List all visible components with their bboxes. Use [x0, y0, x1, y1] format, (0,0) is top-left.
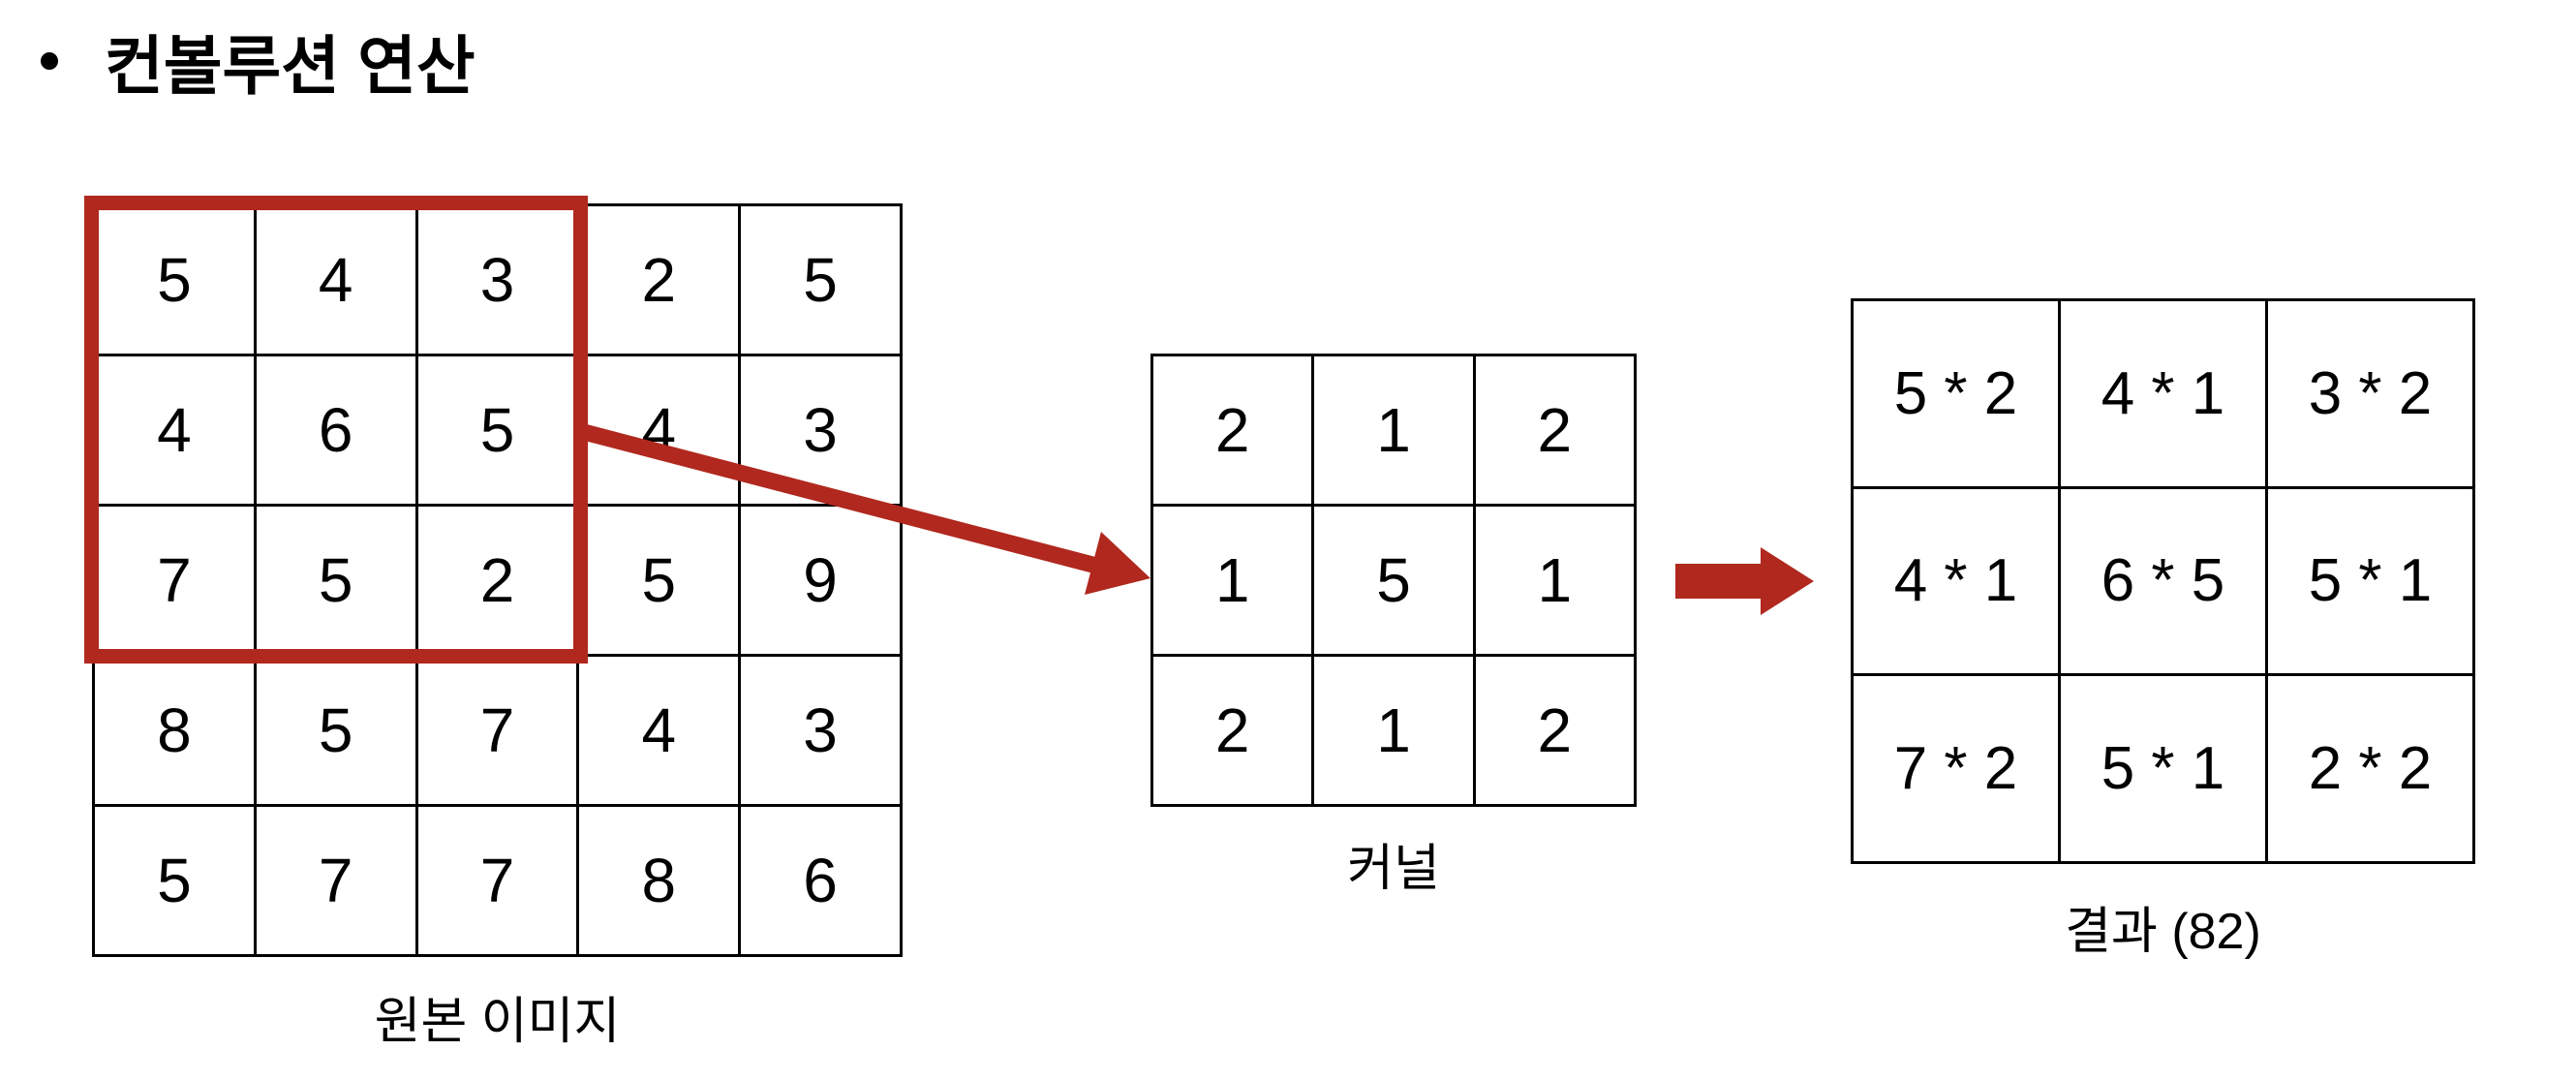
grid-cell: 4: [256, 206, 415, 354]
source-grid-label: 원본 이미지: [374, 994, 621, 1050]
page-title-text: 컨볼루션 연산: [105, 30, 475, 102]
grid-cell: 3: [417, 206, 577, 354]
grid-cell: 2: [1475, 657, 1634, 804]
grid-cell: 6 * 5: [2061, 488, 2265, 674]
grid-cell: 3: [741, 356, 900, 504]
grid-cell: 6: [741, 807, 900, 954]
grid-cell: 1: [1314, 657, 1473, 804]
selection-box: [84, 196, 588, 664]
grid-cell: 5: [579, 507, 739, 654]
grid-cell: 5: [417, 356, 577, 504]
grid-cell: 7: [417, 657, 577, 804]
result-grid-label: 결과 (82): [2065, 904, 2261, 960]
grid-cell: 2: [417, 507, 577, 654]
grid-cell: 7: [95, 507, 254, 654]
grid-cell: 5: [1314, 507, 1473, 654]
grid-cell: 6: [256, 356, 415, 504]
grid-cell: 8: [95, 657, 254, 804]
grid-cell: 2: [1153, 356, 1312, 504]
grid-cell: 7: [417, 807, 577, 954]
grid-cell: 4: [95, 356, 254, 504]
kernel-grid-label: 커널: [1347, 841, 1440, 897]
grid-cell: 8: [579, 807, 739, 954]
grid-cell: 1: [1475, 507, 1634, 654]
grid-cell: 5 * 1: [2268, 488, 2472, 674]
grid-cell: 5: [256, 657, 415, 804]
grid-cell: 2: [579, 206, 739, 354]
grid-cell: 4 * 1: [2061, 301, 2265, 486]
grid-cell: 4 * 1: [1854, 488, 2058, 674]
grid-cell: 2 * 2: [2268, 676, 2472, 861]
bullet-icon: [41, 52, 58, 70]
grid-cell: 1: [1314, 356, 1473, 504]
page-title: 컨볼루션 연산: [41, 21, 475, 102]
grid-cell: 5: [95, 807, 254, 954]
grid-cell: 4: [579, 657, 739, 804]
grid-cell: 2: [1475, 356, 1634, 504]
kernel-to-result-arrow-icon: [1675, 547, 1814, 615]
grid-cell: 4: [579, 356, 739, 504]
grid-cell: 3: [741, 657, 900, 804]
grid-cell: 7: [256, 807, 415, 954]
grid-cell: 1: [1153, 507, 1312, 654]
grid-cell: 2: [1153, 657, 1312, 804]
grid-cell: 5: [256, 507, 415, 654]
grid-cell: 5: [741, 206, 900, 354]
grid-cell: 5: [95, 206, 254, 354]
grid-cell: 9: [741, 507, 900, 654]
grid-cell: 5 * 1: [2061, 676, 2265, 861]
grid-cell: 7 * 2: [1854, 676, 2058, 861]
grid-cell: 3 * 2: [2268, 301, 2472, 486]
grid-cell: 5 * 2: [1854, 301, 2058, 486]
